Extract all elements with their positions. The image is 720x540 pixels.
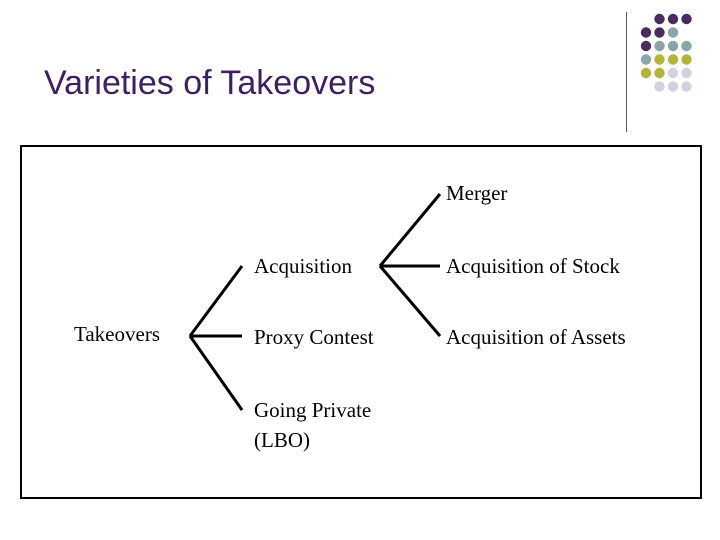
node-merger: Merger [446, 181, 508, 205]
decorative-dot [654, 54, 665, 65]
decorative-dot [681, 67, 692, 79]
decorative-dot-grid [640, 13, 692, 92]
node-proxy-contest: Proxy Contest [254, 325, 374, 349]
decorative-dot [654, 13, 665, 25]
title-divider [626, 12, 627, 132]
node-takeovers: Takeovers [74, 322, 160, 346]
decorative-dot [667, 54, 679, 65]
connector-acquisition-assets [378, 265, 442, 337]
connector-takeovers-private [188, 335, 244, 411]
node-acquisition-of-stock: Acquisition of Stock [446, 254, 620, 278]
connector-takeovers-acquisition [188, 265, 244, 337]
decorative-dot [681, 40, 692, 52]
decorative-dot [654, 81, 665, 92]
decorative-dot [681, 54, 692, 65]
node-going-private-lbo: (LBO) [254, 428, 310, 452]
decorative-dot [640, 54, 652, 65]
decorative-dot [681, 81, 692, 92]
decorative-dot [681, 13, 692, 25]
decorative-dot [667, 27, 679, 38]
decorative-dot [640, 27, 652, 38]
node-acquisition-of-assets: Acquisition of Assets [446, 325, 626, 349]
decorative-dot [667, 40, 679, 52]
connector-acquisition-merger [378, 193, 442, 267]
decorative-dot [654, 27, 665, 38]
node-acquisition: Acquisition [254, 254, 352, 278]
decorative-dot [667, 67, 679, 79]
decorative-dot [667, 13, 679, 25]
decorative-dot [654, 40, 665, 52]
decorative-dot [654, 67, 665, 79]
decorative-dot [640, 40, 652, 52]
slide-title: Varieties of Takeovers [44, 64, 376, 102]
decorative-dot [640, 67, 652, 79]
node-going-private: Going Private [254, 398, 372, 422]
decorative-dot [667, 81, 679, 92]
diagram-panel [20, 145, 702, 499]
